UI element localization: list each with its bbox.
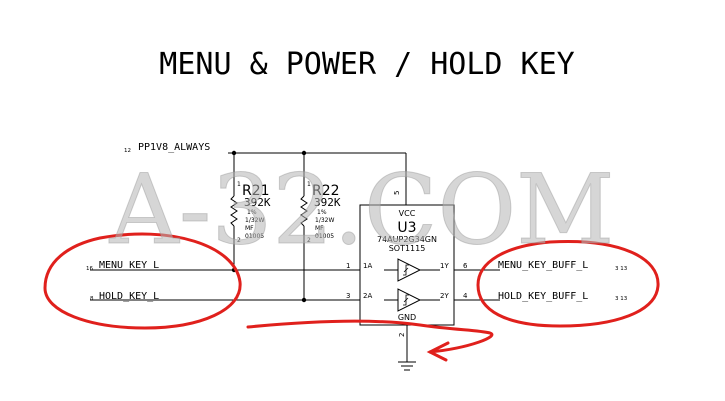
pin-out1-name: 1Y — [440, 262, 449, 270]
input-wires — [90, 269, 360, 301]
pin-in2-num: 3 — [346, 292, 350, 300]
r22-value: 392K — [314, 196, 341, 209]
r21-type: MF — [245, 225, 254, 232]
rail-ref: 12 — [124, 148, 131, 154]
power-rail — [228, 152, 407, 205]
annotation-underline — [246, 319, 494, 354]
pin-in2-name: 2A — [363, 292, 372, 300]
r21-value: 392K — [244, 196, 271, 209]
pin-in1-name: 1A — [363, 262, 372, 270]
r22-pin2: 2 — [307, 237, 311, 244]
hold-out-ref: 3 13 — [615, 296, 628, 302]
menu-out-ref: 3 13 — [615, 266, 628, 272]
ic-part-number: 74AUP2G34GN — [377, 235, 437, 244]
r22-refdes: R22 — [312, 183, 340, 199]
r21-pin1: 1 — [237, 181, 241, 188]
ic-vcc-label: VCC — [399, 209, 416, 218]
menu-key-buff-net-label: MENU_KEY_BUFF_L — [498, 260, 588, 271]
junction-dot — [301, 297, 307, 303]
rail-net-label: PP1V8_ALWAYS — [138, 142, 210, 153]
ic-gnd-label: GND — [398, 313, 416, 322]
ic-package: SOT1115 — [389, 244, 426, 253]
menu-in-ref: 16 — [86, 266, 93, 272]
pin-out2-name: 2Y — [440, 292, 449, 300]
ic-gnd-pin: 2 — [398, 333, 406, 337]
buffer-gate-2 — [384, 288, 440, 312]
r21-package: 01005 — [245, 233, 264, 240]
hold-key-net-label: HOLD_KEY_L — [99, 291, 159, 302]
r21-refdes: R21 — [242, 183, 270, 199]
pin-in1-num: 1 — [346, 262, 350, 270]
r21-power: 1/32W — [245, 217, 264, 224]
hold-in-ref: 8 — [90, 296, 94, 302]
hold-key-buff-net-label: HOLD_KEY_BUFF_L — [498, 291, 588, 302]
r22-type: MF — [315, 225, 324, 232]
ic-refdes: U3 — [397, 220, 416, 236]
r22-tolerance: 1% — [317, 209, 327, 216]
annotation-circle-outputs — [476, 239, 660, 328]
r22-power: 1/32W — [315, 217, 334, 224]
schematic-title: MENU & POWER / HOLD KEY — [159, 47, 574, 82]
watermark: A-32.COM — [109, 154, 615, 266]
buffer-gate-1 — [384, 258, 440, 282]
resistor-r21: 1 R21 392K 1% 1/32W MF 01005 2 — [230, 153, 271, 270]
pin-out1-num: 6 — [463, 262, 468, 270]
r21-pin2: 2 — [237, 237, 241, 244]
ic-vcc-pin: 5 — [393, 191, 401, 195]
annotation-arrowhead — [426, 341, 450, 362]
r22-pin1: 1 — [307, 181, 311, 188]
r22-package: 01005 — [315, 233, 334, 240]
menu-key-net-label: MENU_KEY_L — [99, 260, 159, 271]
r21-tolerance: 1% — [247, 209, 257, 216]
ground-symbol — [398, 325, 416, 371]
output-wires — [454, 269, 500, 301]
resistor-r22: 1 R22 392K 1% 1/32W MF 01005 2 — [300, 153, 341, 300]
ic-u3: 5 VCC U3 74AUP2G34GN SOT1115 1 1A 3 2A 1… — [346, 191, 468, 337]
red-annotations — [43, 232, 660, 362]
pin-out2-num: 4 — [463, 292, 468, 300]
annotation-circle-inputs — [43, 232, 242, 330]
